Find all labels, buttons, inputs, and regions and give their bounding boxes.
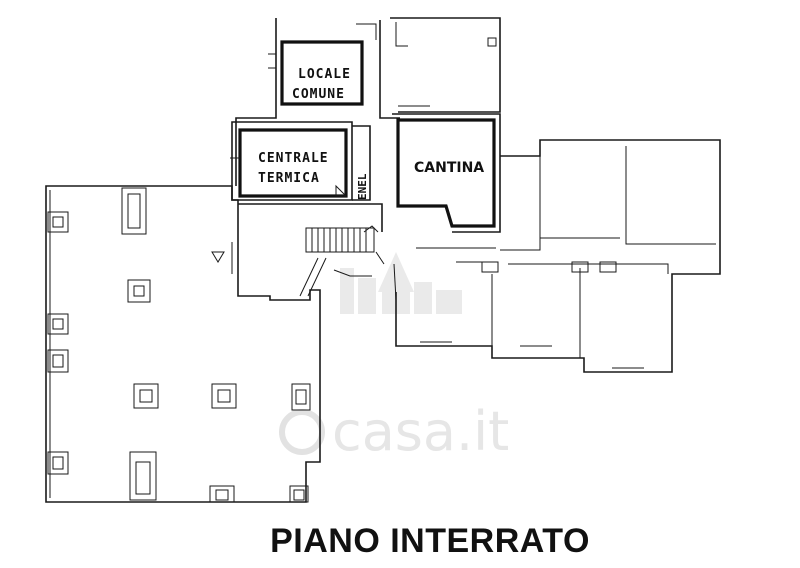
locale-comune-label-line1: LOCALE: [298, 67, 351, 82]
pillar: [47, 313, 69, 335]
enel-room: ENEL: [352, 125, 371, 201]
watermark-brand: casa.it: [279, 400, 509, 463]
pillar: [47, 211, 69, 233]
pillar: [121, 187, 147, 235]
plan-title: PIANO INTERRATO: [270, 522, 590, 560]
pillar: [209, 485, 235, 503]
centrale-termica-label-line1: CENTRALE: [258, 151, 329, 166]
watermark-logo: [340, 252, 462, 314]
stair-hall: [211, 203, 385, 297]
pillar: [211, 383, 237, 409]
pillar: [127, 279, 151, 303]
portico-area: [45, 185, 321, 503]
enel-label: ENEL: [356, 173, 369, 200]
locale-comune-label-line2: COMUNE: [292, 87, 345, 102]
pillar: [289, 485, 309, 503]
locale-comune-room: LOCALE COMUNE: [235, 18, 400, 186]
upper-room: [390, 17, 501, 113]
pillar: [47, 349, 69, 373]
pillar: [129, 451, 157, 501]
cantina-room: CANTINA: [392, 113, 501, 233]
pillar: [47, 451, 69, 475]
cantina-label: CANTINA: [414, 160, 484, 176]
pillar: [133, 383, 159, 409]
centrale-termica-label-line2: TERMICA: [258, 171, 320, 186]
right-wing: [393, 139, 721, 373]
pillar: [291, 383, 311, 411]
centrale-termica-room: CENTRALE TERMICA: [230, 121, 353, 201]
watermark-text: casa.it: [332, 400, 509, 463]
